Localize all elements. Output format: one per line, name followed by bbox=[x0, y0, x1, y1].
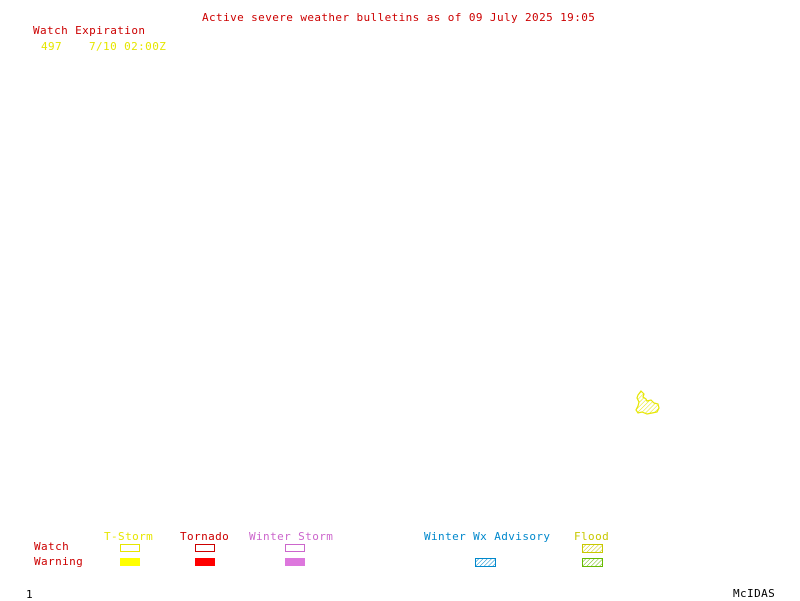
legend-winter-storm-label: Winter Storm bbox=[249, 530, 334, 543]
bulletin-title: Active severe weather bulletins as of 09… bbox=[202, 11, 596, 24]
legend-watch-row-label: Watch bbox=[34, 540, 70, 553]
mcidas-label: McIDAS bbox=[733, 587, 776, 600]
legend-warning-row-label: Warning bbox=[34, 555, 84, 568]
watch-expiration: 7/10 02:00Z bbox=[89, 40, 167, 53]
watch-number: 497 bbox=[41, 40, 63, 53]
winter-wx-advisory-warning-swatch bbox=[475, 558, 496, 567]
flood-watch-swatch bbox=[582, 544, 603, 553]
winter-storm-watch-swatch bbox=[285, 544, 305, 552]
legend-tornado-label: Tornado bbox=[180, 530, 230, 543]
tstorm-warning-swatch bbox=[120, 558, 140, 566]
tstorm-watch-swatch bbox=[120, 544, 140, 552]
frame-number: 1 bbox=[26, 588, 34, 601]
flood-warning-swatch bbox=[582, 558, 603, 567]
winter-storm-warning-swatch bbox=[285, 558, 305, 566]
tornado-warning-swatch bbox=[195, 558, 215, 566]
legend-flood-label: Flood bbox=[574, 530, 610, 543]
tornado-watch-swatch bbox=[195, 544, 215, 552]
watch-area-outline bbox=[635, 390, 660, 415]
legend-tstorm-label: T-Storm bbox=[104, 530, 154, 543]
watch-table-heading: Watch Expiration bbox=[33, 24, 146, 37]
legend-winter-wx-advisory-label: Winter Wx Advisory bbox=[424, 530, 551, 543]
